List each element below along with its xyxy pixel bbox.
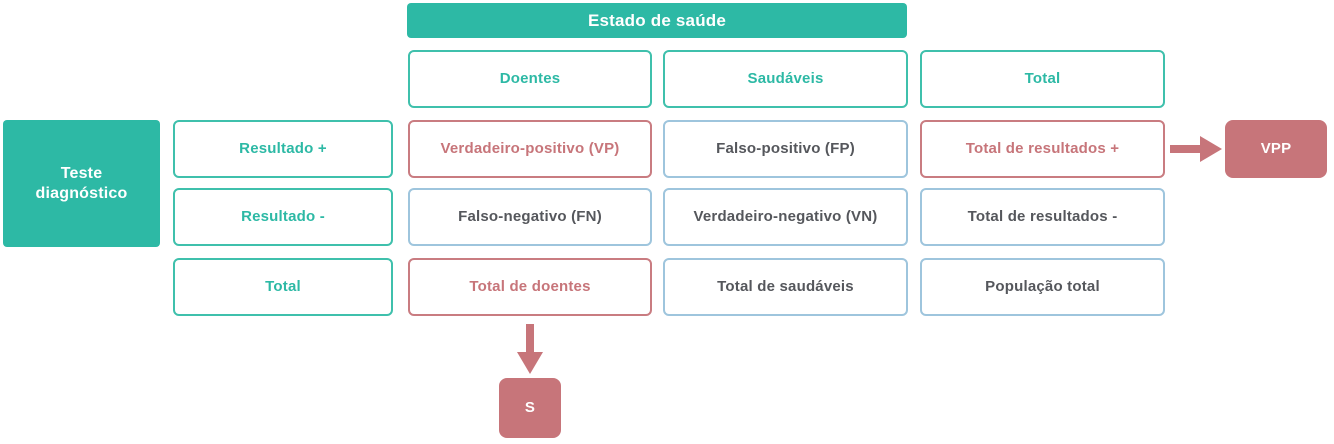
cell-total-resultados-positivos: Total de resultados + — [920, 120, 1165, 178]
cell-verdadeiro-positivo: Verdadeiro-positivo (VP) — [408, 120, 652, 178]
cell-populacao-total: População total — [920, 258, 1165, 316]
column-header-saudaveis: Saudáveis — [663, 50, 908, 108]
row-header-resultado-negativo: Resultado - — [173, 188, 393, 246]
vpp-callout: VPP — [1225, 120, 1327, 178]
cell-total-resultados-negativos: Total de resultados - — [920, 188, 1165, 246]
diagnostic-test-header: Teste diagnóstico — [3, 120, 160, 247]
column-header-total: Total — [920, 50, 1165, 108]
cell-verdadeiro-negativo: Verdadeiro-negativo (VN) — [663, 188, 908, 246]
cell-total-saudaveis: Total de saudáveis — [663, 258, 908, 316]
cell-total-doentes: Total de doentes — [408, 258, 652, 316]
row-header-total: Total — [173, 258, 393, 316]
cell-falso-negativo: Falso-negativo (FN) — [408, 188, 652, 246]
column-header-doentes: Doentes — [408, 50, 652, 108]
arrow-down-icon — [514, 324, 546, 374]
row-header-resultado-positivo: Resultado + — [173, 120, 393, 178]
sensitivity-callout: S — [499, 378, 561, 438]
cell-falso-positivo: Falso-positivo (FP) — [663, 120, 908, 178]
arrow-right-icon — [1170, 133, 1222, 165]
health-state-header: Estado de saúde — [407, 3, 907, 38]
